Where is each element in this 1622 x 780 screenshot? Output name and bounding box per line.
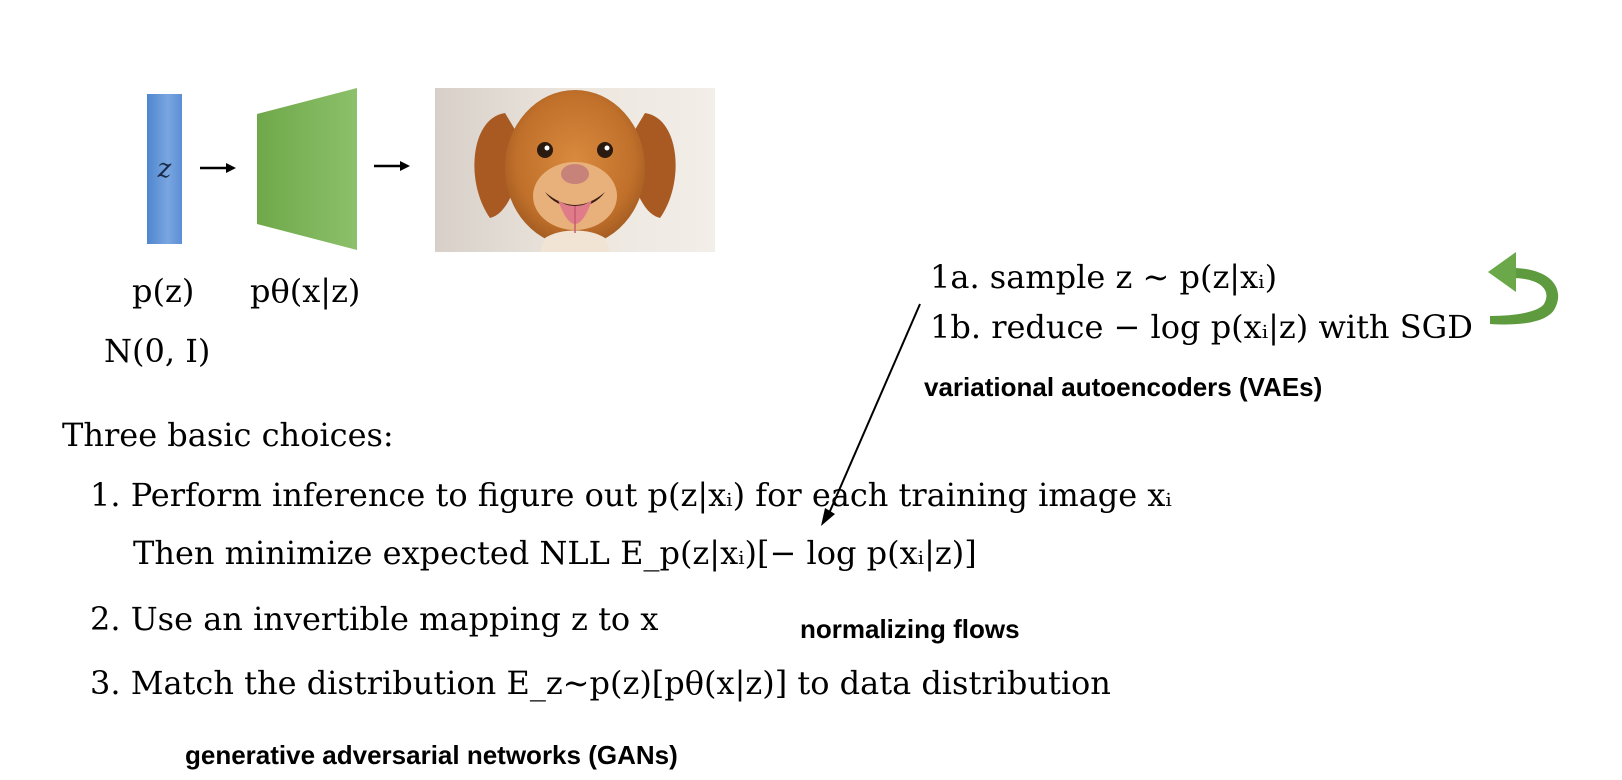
vae-label: variational autoencoders (VAEs) xyxy=(924,372,1323,402)
prior-label: p(z) xyxy=(132,272,195,310)
prior-distribution-label: N(0, I) xyxy=(104,332,211,370)
gans-label: generative adversarial networks (GANs) xyxy=(185,740,678,770)
choices-heading: Three basic choices: xyxy=(62,416,394,454)
curved-return-arrow-icon xyxy=(1488,252,1559,325)
latent-block-label: z xyxy=(157,154,172,184)
decoder-network-trapezoid xyxy=(257,88,357,250)
choice-2: 2. Use an invertible mapping z to x xyxy=(90,600,659,638)
choice-3: 3. Match the distribution E_z∼p(z)[pθ(x|… xyxy=(90,664,1111,702)
choice-1-line-2: Then minimize expected NLL E_p(z|xᵢ)[− l… xyxy=(133,534,977,572)
normalizing-flows-label: normalizing flows xyxy=(800,614,1020,644)
vae-step-1a: 1a. sample z ∼ p(z|xᵢ) xyxy=(930,258,1278,296)
decoder-label: pθ(x|z) xyxy=(250,272,361,310)
vae-step-1b: 1b. reduce − log p(xᵢ|z) with SGD xyxy=(930,308,1473,346)
arrow-right-icon xyxy=(200,163,236,173)
latent-vector-block: z xyxy=(147,94,182,244)
choice-1-line-1: 1. Perform inference to figure out p(z|x… xyxy=(90,476,1172,514)
dog-photo xyxy=(435,88,715,252)
pointer-arrow-icon xyxy=(821,303,921,526)
arrow-right-icon xyxy=(374,161,410,171)
